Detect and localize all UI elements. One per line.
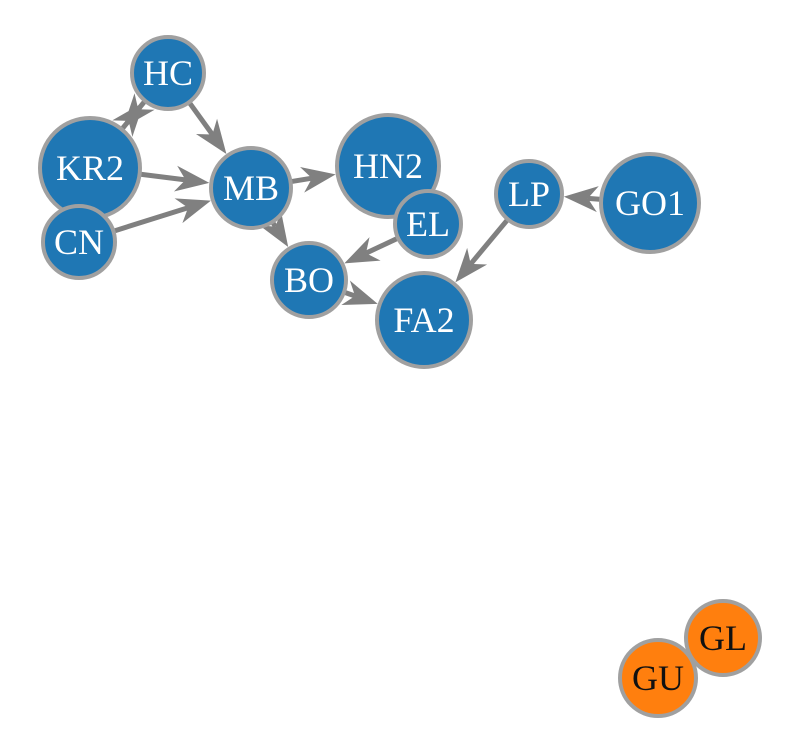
node-gl[interactable]: GL (684, 599, 762, 677)
node-circle (494, 159, 564, 229)
node-hc[interactable]: HC (130, 35, 206, 111)
edge-arrowhead (344, 237, 381, 264)
edge-line (468, 217, 510, 266)
node-kr2[interactable]: KR2 (38, 116, 142, 220)
edge-arrowhead (173, 165, 210, 192)
node-circle (130, 35, 206, 111)
node-label: BO (284, 260, 334, 300)
node-label: HC (143, 53, 193, 93)
node-label: GO1 (615, 183, 685, 223)
edge-GO1-LP (563, 186, 602, 213)
node-circle (270, 241, 348, 319)
node-circle (375, 271, 473, 369)
node-cn[interactable]: CN (41, 204, 117, 280)
edge-arrowhead (122, 93, 155, 128)
node-mb[interactable]: MB (209, 146, 293, 230)
node-circle (599, 152, 701, 254)
node-label: GL (699, 618, 747, 658)
edge-line (364, 235, 400, 256)
edge-arrowhead (195, 118, 227, 154)
edge-line (187, 100, 215, 136)
edge-CN-MB (112, 198, 211, 234)
node-label: LP (508, 174, 550, 214)
edge-line (290, 175, 313, 185)
node-circle (618, 638, 698, 718)
node-fa2[interactable]: FA2 (375, 271, 473, 369)
node-circle (41, 204, 117, 280)
node-circle (335, 113, 441, 219)
edge-arrowhead (259, 211, 289, 248)
edge-line (139, 171, 186, 183)
node-go1[interactable]: GO1 (599, 152, 701, 254)
node-label: HN2 (353, 146, 423, 186)
node-bo[interactable]: BO (270, 241, 348, 319)
edge-EL-BO (344, 235, 400, 264)
edge-line (112, 205, 189, 234)
node-label: MB (223, 168, 279, 208)
node-label: KR2 (56, 148, 124, 188)
node-lp[interactable]: LP (494, 159, 564, 229)
node-gu[interactable]: GU (618, 638, 698, 718)
edge-LP-FA2 (455, 217, 510, 283)
node-circle (393, 189, 463, 259)
edge-MB-HN2 (290, 166, 336, 193)
node-label: GU (632, 658, 684, 698)
node-circle (684, 599, 762, 677)
edge-HC-MB (187, 100, 227, 154)
edge-arrowhead (341, 280, 378, 306)
node-circle (209, 146, 293, 230)
edge-arrowhead (563, 186, 599, 213)
edge-arrowhead (455, 247, 488, 283)
node-label: EL (406, 204, 450, 244)
node-el[interactable]: EL (393, 189, 463, 259)
edge-line (587, 195, 602, 202)
node-hn2[interactable]: HN2 (335, 113, 441, 219)
node-label: FA2 (393, 300, 454, 340)
node-label: CN (54, 222, 104, 262)
edge-arrowhead (174, 198, 211, 224)
edge-arrowhead (300, 166, 336, 193)
edge-KR2-MB (139, 165, 210, 192)
